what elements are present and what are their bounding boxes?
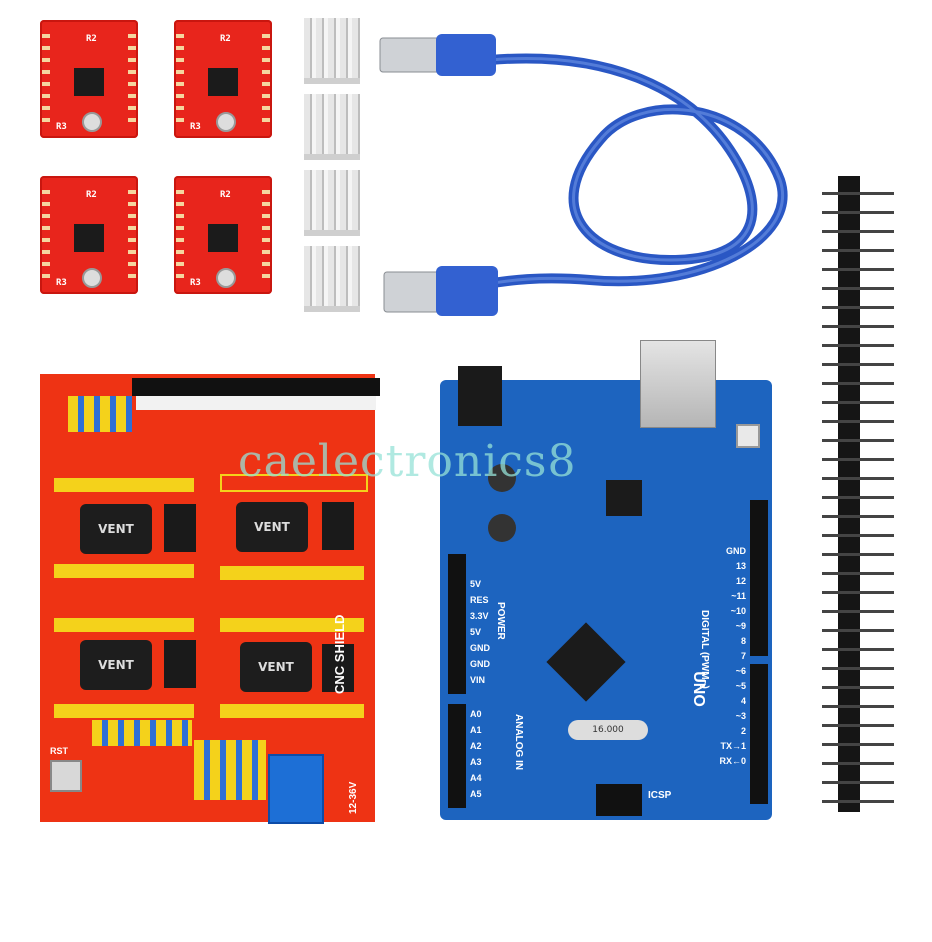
driver-label: R3 [56,278,67,288]
driver-label: R3 [190,278,201,288]
usb-b-port [640,340,716,428]
analog-header [448,704,466,808]
microstep-jumpers-x [164,640,196,688]
driver-socket-y-bottom [54,564,194,578]
reset-label: RST [50,746,68,756]
digital-header-high [750,500,768,656]
cnc-shield: VENT VENT VENT VENT RST CNC SHIELD 12-36… [40,374,380,824]
axis-clone-jumpers [194,740,266,800]
driver-label: R2 [220,34,231,44]
power-header [448,554,466,694]
usb-b-plug [383,271,441,313]
header-pins [822,178,894,810]
driver-socket-a-bottom [220,704,364,718]
driver-label: R2 [86,34,97,44]
capacitor-2 [488,514,516,542]
usb-a-housing [436,34,496,76]
icsp-label: ICSP [648,790,672,801]
enable-jumpers [92,720,192,746]
heatsink-4 [304,246,360,312]
capacitor-y: VENT [80,504,152,554]
mcu-chip [546,622,626,702]
driver-label: R2 [86,190,97,200]
driver-socket-z-top [220,474,368,492]
microstep-jumpers-z [322,502,354,550]
heatsink-3 [304,170,360,236]
icsp-header [596,784,642,816]
driver-socket-y-top [54,478,194,492]
watermark-text: caelectronics8 [238,436,577,487]
power-terminal [268,754,324,824]
digital-header-low [750,664,768,804]
usb-chip [606,480,642,516]
reset-button [50,760,82,792]
shield-top-header [132,378,380,396]
driver-label: R2 [220,190,231,200]
potentiometer [82,112,102,132]
analog-section-label: ANALOG IN [513,714,524,771]
capacitor-a: VENT [240,642,312,692]
usb-a-plug [379,37,441,73]
capacitor-z: VENT [236,502,308,552]
reset-button [736,424,760,448]
heatsink-2 [304,94,360,160]
driver-label: R3 [56,122,67,132]
driver-chip [74,68,104,96]
driver-socket-a-top [220,618,364,632]
microstep-jumpers-a [322,644,354,692]
crystal: 16.000 [568,720,648,740]
driver-socket-x-bottom [54,704,194,718]
heatsink-1 [304,18,360,84]
microstep-jumpers-y [164,504,196,552]
capacitor-x: VENT [80,640,152,690]
power-voltage-label: 12-36V [348,781,359,814]
capacitor-1 [488,464,516,492]
driver-socket-z-bottom [220,566,364,580]
shield-top-pins [136,396,376,410]
usb-cable [379,34,788,316]
usb-b-housing [436,266,498,316]
driver-label: R3 [190,122,201,132]
arduino-uno-board: 16.000 UNO POWER ANALOG IN DIGITAL (PWM~… [440,340,772,820]
driver-socket-x-top [54,618,194,632]
dc-jack [458,366,502,426]
endstop-jumpers [68,396,132,432]
shield-title: CNC SHIELD [332,614,347,694]
